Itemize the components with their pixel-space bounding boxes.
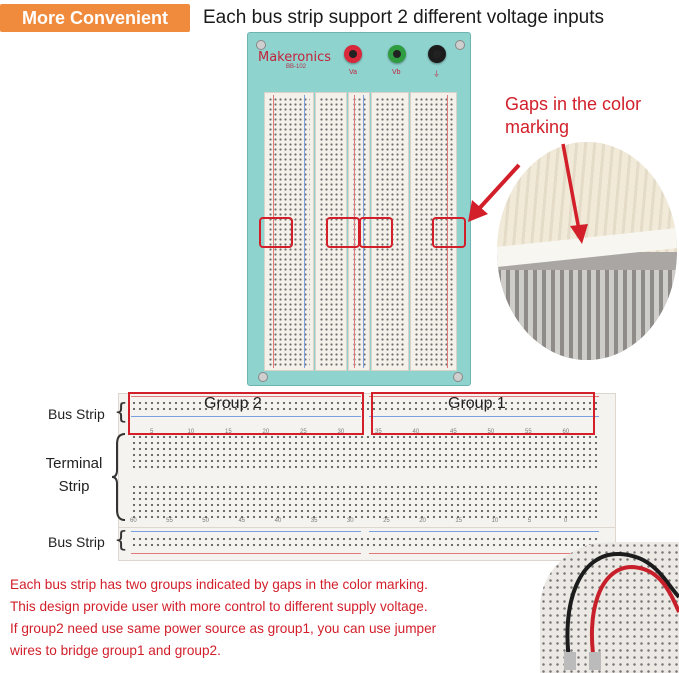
- binding-post-va-label: Va: [349, 69, 358, 76]
- screw-icon: [256, 40, 266, 50]
- breadboard-section: [410, 92, 457, 371]
- note-line-4: wires to bridge group1 and group2.: [10, 643, 221, 658]
- zoom-detail-photo: [497, 142, 677, 360]
- screw-icon: [453, 372, 463, 382]
- terminal-strip-line2: Strip: [58, 478, 90, 495]
- note-line-2: This design provide user with more contr…: [10, 599, 428, 614]
- brace-icon: [111, 433, 126, 521]
- arrow-icon: [561, 143, 588, 244]
- group-2-box: [128, 392, 364, 435]
- note-line-3: If group2 need use same power source as …: [10, 621, 437, 636]
- terminal-strip-line1: Terminal: [45, 455, 103, 472]
- breadboard-section: [371, 92, 409, 371]
- bottom-number: 25: [383, 518, 390, 524]
- explanation-note: Each bus strip has two groups indicated …: [10, 574, 550, 662]
- bottom-number: 30: [346, 518, 354, 524]
- bottom-number: 0: [563, 518, 568, 524]
- bottom-number: 20: [419, 518, 426, 524]
- screw-icon: [258, 372, 268, 382]
- jumper-wire-photo: [540, 542, 679, 673]
- ground-icon: ⏚: [433, 71, 440, 78]
- bottom-number: 5: [527, 518, 532, 524]
- breadboard-strip: [118, 393, 616, 528]
- gap-highlight-box: [326, 217, 360, 248]
- gaps-callout-line2: marking: [505, 117, 570, 137]
- brace-icon: {: [114, 400, 128, 425]
- screw-icon: [455, 40, 465, 50]
- bottom-number: 35: [310, 518, 318, 524]
- top-number: 35: [375, 429, 382, 435]
- binding-post-va: [344, 45, 362, 63]
- top-number: 15: [225, 429, 232, 435]
- terminal-strip-label: Terminal Strip: [42, 452, 106, 498]
- binding-post-vb-label: Vb: [392, 69, 401, 76]
- model-number: BB-102: [286, 64, 307, 70]
- headline: Each bus strip support 2 different volta…: [203, 7, 605, 28]
- bottom-number: 55: [166, 518, 173, 524]
- group-1-label: Group 1: [448, 395, 506, 412]
- bottom-number: 10: [491, 518, 499, 524]
- top-number: 55: [525, 429, 532, 435]
- top-number: 30: [337, 429, 345, 435]
- gaps-callout-label: Gaps in the color marking: [505, 93, 641, 139]
- top-number: 50: [487, 429, 495, 435]
- top-number: 40: [412, 429, 420, 435]
- binding-post-ground: [428, 45, 446, 63]
- bottom-number: 45: [238, 518, 246, 524]
- top-number: 60: [562, 429, 570, 435]
- bus-strip-bottom-label: Bus Strip: [48, 534, 105, 550]
- breadboard-section: [264, 92, 314, 371]
- top-number: 45: [450, 429, 457, 435]
- bottom-number: 50: [202, 518, 209, 524]
- group-2-label: Group 2: [204, 395, 262, 412]
- note-line-1: Each bus strip has two groups indicated …: [10, 577, 428, 592]
- more-convenient-badge: More Convenient: [0, 4, 190, 32]
- gaps-callout-line1: Gaps in the color: [505, 94, 642, 114]
- bus-strip-top-label: Bus Strip: [48, 406, 105, 422]
- gap-highlight-box: [259, 217, 293, 248]
- bottom-number: 40: [274, 518, 282, 524]
- top-number: 25: [300, 429, 307, 435]
- group-1-box: [371, 392, 595, 435]
- bottom-number: 60: [130, 518, 137, 524]
- brand-logo: Makeronics: [258, 50, 332, 65]
- top-number: 20: [262, 429, 270, 435]
- gap-highlight-box: [432, 217, 466, 248]
- gap-highlight-box: [359, 217, 393, 248]
- binding-post-vb: [388, 45, 406, 63]
- column-numbers-top: 5 10 15 20 25 30 35 40 45 50 55 60: [150, 429, 600, 437]
- bus-strip-bottom-board: [118, 527, 616, 561]
- brace-icon: {: [114, 528, 128, 553]
- top-number: 10: [187, 429, 195, 435]
- top-number: 5: [150, 429, 154, 435]
- bottom-number: 15: [455, 518, 463, 524]
- breadboard-section: [315, 92, 347, 371]
